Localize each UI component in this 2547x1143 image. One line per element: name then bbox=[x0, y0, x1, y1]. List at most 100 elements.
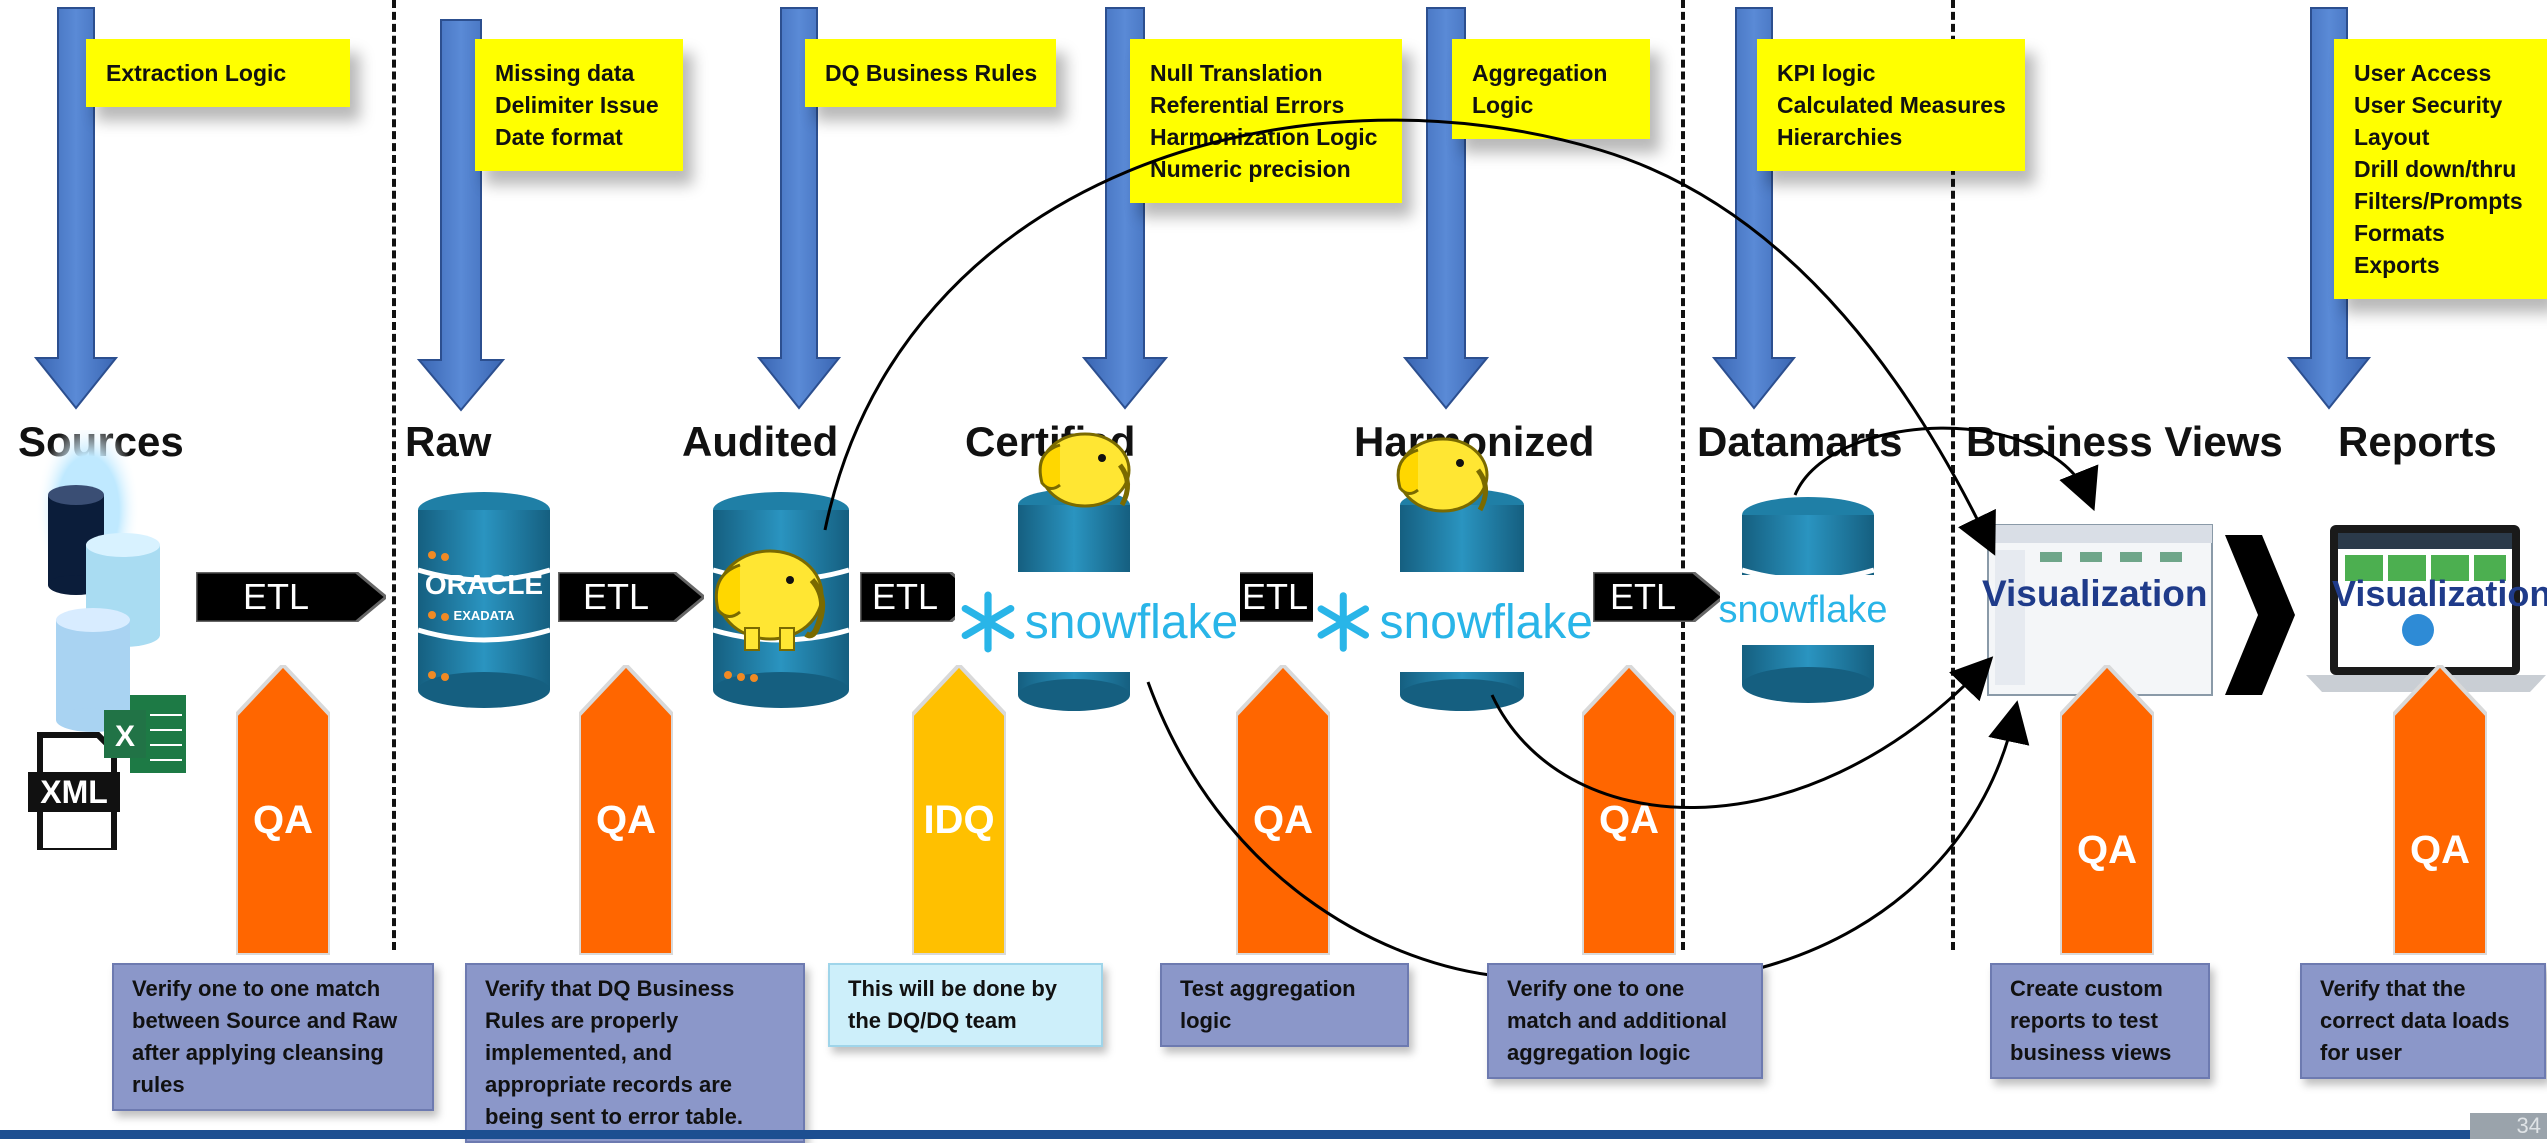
note-verify-aggregation: Verify one to one match and additional a… bbox=[1487, 963, 1763, 1079]
note-kpi: KPI logic Calculated Measures Hierarchie… bbox=[1757, 39, 2025, 171]
qa-arrow: QA bbox=[579, 665, 673, 955]
note-line: Harmonization Logic bbox=[1150, 124, 1378, 150]
note-raw-issues: Missing data Delimiter Issue Date format bbox=[475, 39, 683, 171]
stage-reports: Reports bbox=[2338, 418, 2497, 465]
note-line: Rules are properly bbox=[485, 1008, 679, 1033]
note-line: Verify that DQ Business bbox=[485, 976, 735, 1001]
snowflake-logo: snowflake bbox=[1719, 575, 1888, 645]
note-line: KPI logic bbox=[1777, 60, 1876, 86]
note-line: business views bbox=[2010, 1040, 2172, 1065]
note-line: Extraction Logic bbox=[106, 60, 287, 86]
note-certified-logic: Null Translation Referential Errors Harm… bbox=[1130, 39, 1402, 203]
note-test-aggregation: Test aggregation logic bbox=[1160, 963, 1409, 1047]
note-line: Verify that the bbox=[2320, 976, 2466, 1001]
note-line: being sent to error table. bbox=[485, 1104, 743, 1129]
note-line: Referential Errors bbox=[1150, 92, 1345, 118]
idq-label: IDQ bbox=[923, 798, 995, 842]
etl-label: ETL bbox=[871, 576, 939, 617]
visualization-label: Visualization bbox=[1982, 573, 2208, 614]
note-line: Missing data bbox=[495, 60, 635, 86]
note-line: Layout bbox=[2354, 124, 2430, 150]
etl-arrow: ETL bbox=[1593, 572, 1723, 622]
note-verify-data-loads: Verify that the correct data loads for u… bbox=[2300, 963, 2546, 1079]
note-line: User Access bbox=[2354, 60, 2492, 86]
note-line: Aggregation bbox=[1472, 60, 1608, 86]
note-line: Create custom bbox=[2010, 976, 2163, 1001]
etl-label: ETL bbox=[582, 576, 650, 617]
note-line: correct data loads bbox=[2320, 1008, 2510, 1033]
note-line: Delimiter Issue bbox=[495, 92, 659, 118]
qa-label: QA bbox=[2410, 828, 2470, 872]
note-line: aggregation logic bbox=[1507, 1040, 1691, 1065]
excel-icon: X bbox=[104, 695, 186, 773]
snowflake-label: snowflake bbox=[1379, 595, 1593, 649]
note-line: Logic bbox=[1472, 92, 1534, 118]
note-line: Date format bbox=[495, 124, 623, 150]
note-line: Numeric precision bbox=[1150, 156, 1351, 182]
snowflake-icon bbox=[1317, 592, 1370, 652]
note-line: logic bbox=[1180, 1008, 1232, 1033]
note-line: Verify one to one match bbox=[132, 976, 381, 1001]
oracle-label: ORACLE bbox=[425, 569, 543, 600]
hadoop-elephant-icon bbox=[714, 549, 825, 651]
hadoop-elephant-icon bbox=[1396, 437, 1489, 513]
note-line: Calculated Measures bbox=[1777, 92, 2006, 118]
qa-label: QA bbox=[596, 798, 656, 842]
xml-file-icon: XML bbox=[28, 732, 120, 850]
note-dq-rules: DQ Business Rules bbox=[805, 39, 1056, 107]
snowflake-label: snowflake bbox=[1024, 595, 1239, 649]
snowflake-logo: snowflake bbox=[1313, 572, 1593, 672]
excel-label: X bbox=[115, 720, 135, 753]
qa-arrow: QA bbox=[1236, 665, 1330, 955]
etl-arrow: ETL bbox=[196, 572, 386, 622]
qa-label: QA bbox=[2077, 828, 2137, 872]
note-line: Drill down/thru bbox=[2354, 156, 2517, 182]
footer-bar bbox=[0, 1130, 2547, 1139]
note-line: implemented, and bbox=[485, 1040, 673, 1065]
chevron-right-icon bbox=[2225, 535, 2295, 695]
separator-line bbox=[392, 0, 396, 950]
oracle-database-icon: ORACLE EXADATA bbox=[417, 492, 551, 708]
note-line: DQ Business Rules bbox=[825, 60, 1038, 86]
qa-arrow: QA bbox=[2393, 665, 2487, 955]
etl-label: ETL bbox=[242, 576, 310, 617]
etl-label: ETL bbox=[1609, 576, 1677, 617]
idq-arrow: IDQ bbox=[912, 665, 1006, 955]
page-number: 34 bbox=[2470, 1113, 2547, 1139]
note-line: Test aggregation bbox=[1180, 976, 1356, 1001]
note-line: Verify one to one bbox=[1507, 976, 1685, 1001]
stage-audited: Audited bbox=[682, 418, 839, 465]
snowflake-label: snowflake bbox=[1718, 588, 1888, 631]
note-line: Filters/Prompts bbox=[2354, 188, 2523, 214]
note-line: Formats bbox=[2354, 220, 2445, 246]
note-dq-team: This will be done by the DQ/DQ team bbox=[828, 963, 1103, 1047]
exadata-label: EXADATA bbox=[454, 608, 516, 623]
hadoop-elephant-icon bbox=[1038, 432, 1131, 508]
qa-arrow: QA bbox=[1582, 665, 1676, 955]
qa-label: QA bbox=[1599, 798, 1659, 842]
note-line: Exports bbox=[2354, 252, 2440, 278]
snowflake-logo: snowflake bbox=[955, 572, 1240, 672]
note-line: appropriate records are bbox=[485, 1072, 732, 1097]
note-line: This will be done by bbox=[848, 976, 1058, 1001]
visualization-label: Visualization bbox=[2332, 573, 2547, 614]
snowflake-icon bbox=[961, 591, 1015, 653]
source-databases-icon bbox=[36, 430, 160, 732]
note-reports: User Access User Security Layout Drill d… bbox=[2334, 39, 2547, 299]
stage-raw: Raw bbox=[405, 418, 492, 465]
note-line: reports to test bbox=[2010, 1008, 2158, 1033]
note-line: after applying cleansing bbox=[132, 1040, 384, 1065]
note-line: Null Translation bbox=[1150, 60, 1323, 86]
note-line: rules bbox=[132, 1072, 185, 1097]
business-views-screenshot bbox=[1987, 524, 2213, 696]
xml-label: XML bbox=[40, 774, 108, 810]
qa-arrow: QA bbox=[236, 665, 330, 955]
qa-arrow: QA bbox=[2060, 665, 2154, 955]
note-line: match and additional bbox=[1507, 1008, 1728, 1033]
note-extraction: Extraction Logic bbox=[86, 39, 350, 107]
qa-label: QA bbox=[253, 798, 313, 842]
note-aggregation: Aggregation Logic bbox=[1452, 39, 1650, 139]
note-verify-source-raw: Verify one to one match between Source a… bbox=[112, 963, 434, 1111]
etl-arrow: ETL bbox=[558, 572, 704, 622]
note-line: the DQ/DQ team bbox=[848, 1008, 1017, 1033]
